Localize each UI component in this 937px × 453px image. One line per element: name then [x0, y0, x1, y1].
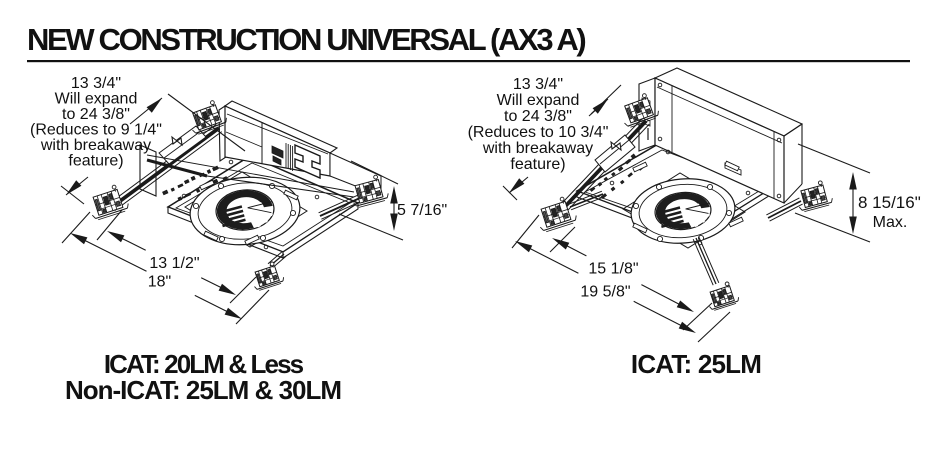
svg-text:Will expand: Will expand	[497, 92, 580, 109]
svg-text:Non-ICAT: 25LM & 30LM: Non-ICAT: 25LM & 30LM	[65, 375, 341, 405]
svg-text:13 3/4": 13 3/4"	[71, 75, 121, 92]
svg-text:feature): feature)	[510, 156, 565, 173]
svg-text:with breakaway: with breakaway	[482, 140, 593, 157]
svg-text:(Reduces to 9 1/4": (Reduces to 9 1/4"	[30, 122, 162, 139]
svg-text:NEW CONSTRUCTION UNIVERSAL (AX: NEW CONSTRUCTION UNIVERSAL (AX3 A)	[27, 22, 585, 57]
svg-text:13 3/4": 13 3/4"	[513, 76, 563, 93]
svg-text:15 1/8": 15 1/8"	[588, 261, 638, 278]
svg-text:13 1/2": 13 1/2"	[149, 255, 199, 272]
svg-text:19 5/8": 19 5/8"	[580, 284, 630, 301]
svg-text:Will expand: Will expand	[55, 91, 138, 108]
svg-text:to 24 3/8": to 24 3/8"	[504, 108, 572, 125]
svg-text:18": 18"	[148, 274, 171, 291]
svg-text:ICAT: 25LM: ICAT: 25LM	[631, 349, 761, 379]
svg-text:(Reduces to 10 3/4": (Reduces to 10 3/4"	[468, 124, 609, 141]
svg-text:5 7/16": 5 7/16"	[397, 202, 447, 219]
svg-text:with breakaway: with breakaway	[40, 137, 151, 154]
svg-text:Max.: Max.	[873, 214, 908, 231]
svg-text:8 15/16": 8 15/16"	[858, 193, 921, 212]
svg-text:feature): feature)	[68, 153, 123, 170]
svg-text:to 24 3/8": to 24 3/8"	[62, 106, 130, 123]
svg-text:ICAT: 20LM & Less: ICAT: 20LM & Less	[104, 349, 304, 379]
